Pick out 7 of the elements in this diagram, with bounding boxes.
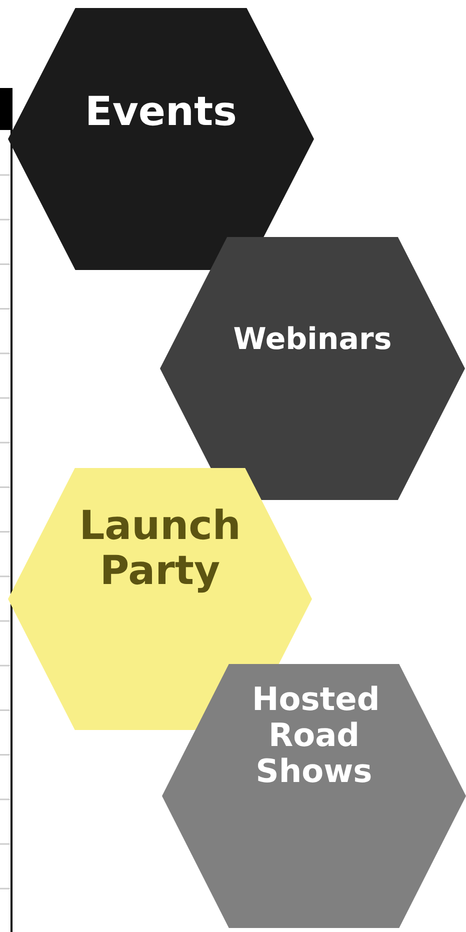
node-label: Hosted Road Shows (252, 682, 376, 790)
node-label: Launch Party (78, 504, 242, 594)
hexagon-node (162, 664, 466, 928)
node-label: Webinars (232, 323, 393, 357)
hexagon-node (160, 237, 465, 500)
node-label: Events (84, 90, 238, 135)
hexagon-node (8, 8, 314, 270)
